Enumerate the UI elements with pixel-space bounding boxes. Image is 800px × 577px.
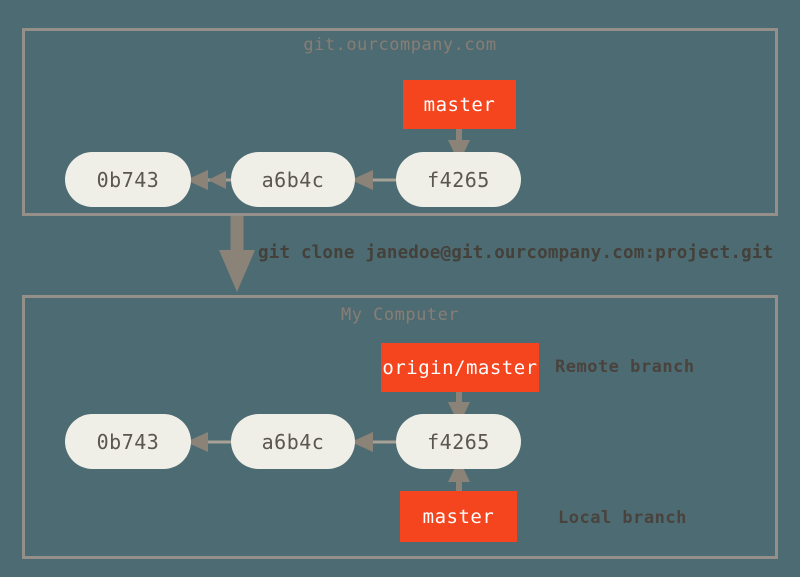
local-panel-title: My Computer (340, 305, 460, 325)
remote-commit-label-0b743: 0b743 (96, 167, 160, 192)
local-branch-label-origin-master: origin/master (382, 356, 538, 379)
local-commit-node-a6b4c[interactable]: a6b4c (231, 414, 355, 469)
remote-branch-annotation: Remote branch (555, 357, 695, 377)
clone-arrow (219, 214, 255, 292)
remote-commit-node-a6b4c[interactable]: a6b4c (231, 152, 355, 207)
local-commit-label-0b743: 0b743 (96, 429, 160, 454)
local-commit-label-a6b4c: a6b4c (261, 429, 325, 454)
local-commit-node-f4265[interactable]: f4265 (396, 414, 521, 469)
local-branch-box-origin-master[interactable]: origin/master (381, 343, 539, 392)
remote-panel-title: git.ourcompany.com (303, 35, 497, 55)
clone-command-caption: git clone janedoe@git.ourcompany.com:pro… (258, 243, 774, 263)
remote-server-panel (22, 28, 778, 216)
remote-commit-node-0b743[interactable]: 0b743 (65, 152, 191, 207)
local-branch-label-master: master (422, 505, 495, 528)
local-commit-label-f4265: f4265 (427, 429, 490, 454)
local-commit-node-0b743[interactable]: 0b743 (65, 414, 191, 469)
local-branch-annotation: Local branch (558, 508, 687, 528)
local-computer-panel (22, 295, 778, 559)
remote-commit-label-f4265: f4265 (427, 167, 490, 192)
remote-commit-node-f4265[interactable]: f4265 (396, 152, 521, 207)
local-branch-box-master[interactable]: master (400, 491, 517, 542)
remote-branch-box-master[interactable]: master (403, 80, 516, 129)
remote-branch-label-master: master (423, 93, 496, 116)
remote-commit-label-a6b4c: a6b4c (261, 167, 325, 192)
